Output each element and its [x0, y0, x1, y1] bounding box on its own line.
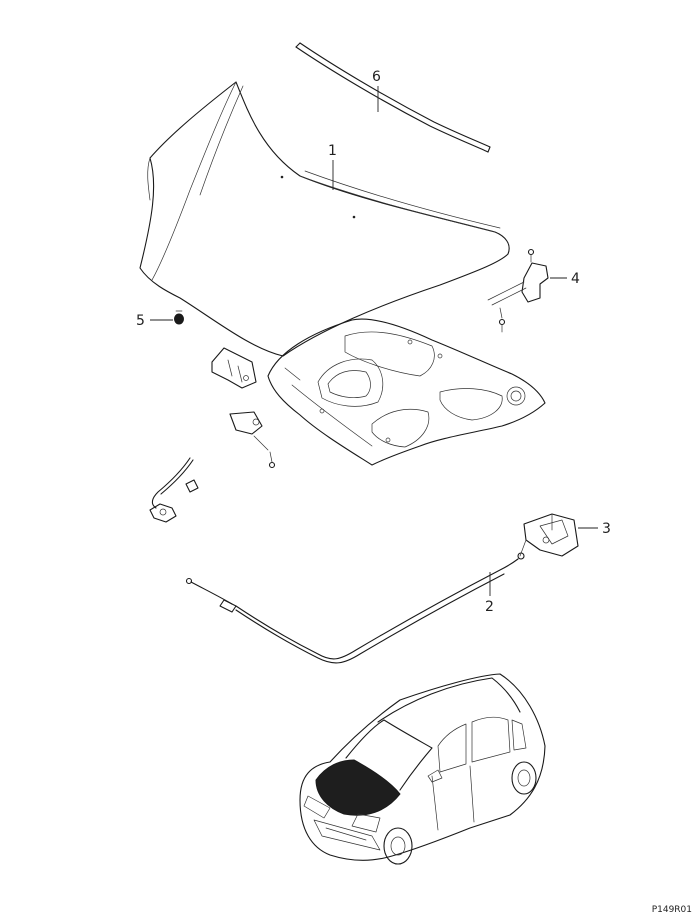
callout-number-4: 4	[571, 271, 580, 287]
hood-latch	[517, 513, 579, 560]
callout-number-1: 1	[328, 143, 337, 159]
callout-number-2: 2	[485, 599, 494, 615]
callout-number-6: 6	[372, 69, 381, 85]
hood-panel	[139, 81, 510, 357]
callout-number-5: 5	[136, 313, 145, 329]
hood-hinge	[487, 248, 549, 333]
callout-leaders	[150, 86, 598, 596]
vehicle-locator	[299, 673, 546, 865]
weatherstrip-seal	[295, 42, 491, 153]
hood-striker	[211, 347, 276, 469]
callout-number-3: 3	[602, 521, 611, 537]
figure-code: P149R01	[651, 905, 692, 915]
hood-inner-panel	[267, 318, 546, 466]
hood-support-rod	[149, 457, 199, 523]
rubber-bumper	[174, 310, 184, 325]
release-cable	[185, 558, 519, 664]
